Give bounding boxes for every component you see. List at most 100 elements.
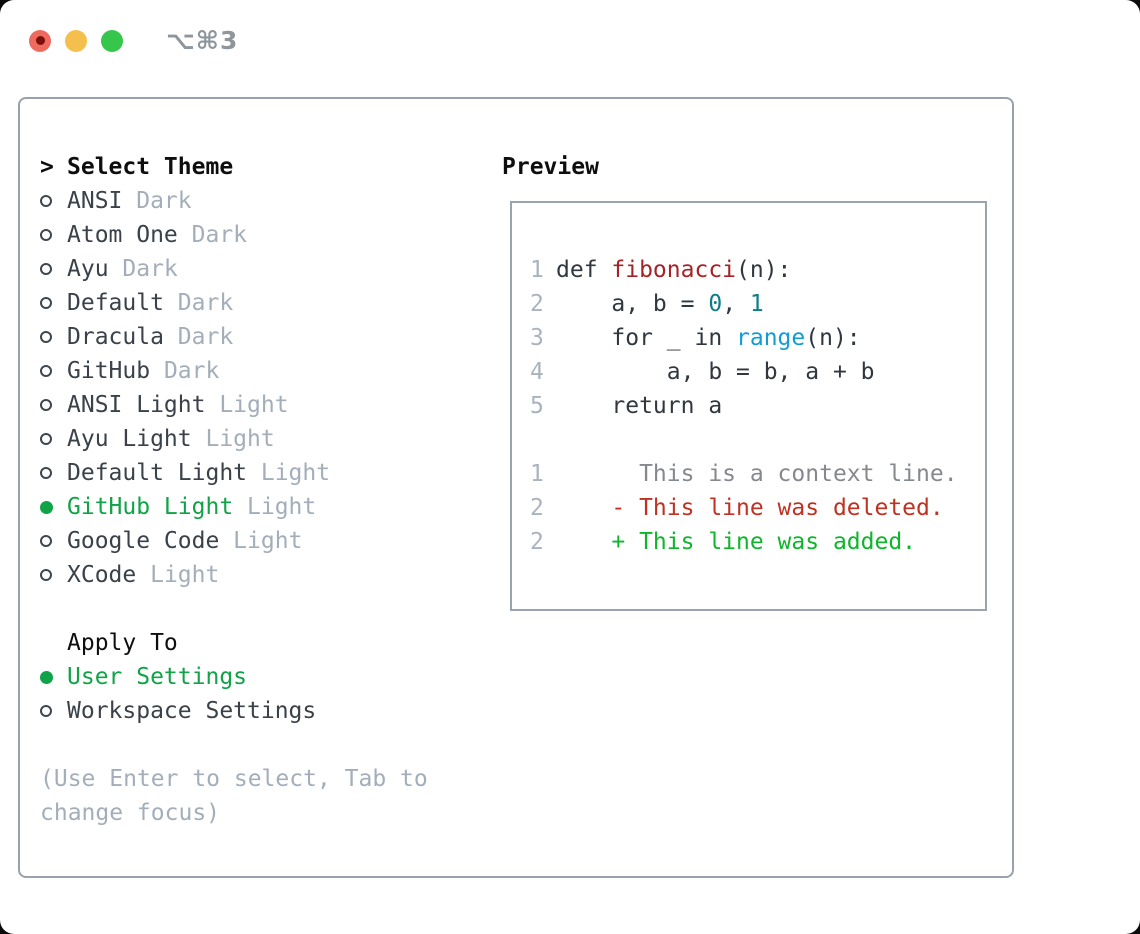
- code-token: ,: [722, 291, 750, 317]
- apply-option-workspace-settings[interactable]: Workspace Settings: [40, 694, 470, 728]
- theme-option-ansi[interactable]: ANSI Dark: [40, 184, 470, 218]
- code-token: return a: [556, 393, 723, 419]
- code-token: range: [736, 325, 806, 351]
- theme-option-xcode[interactable]: XCode Light: [40, 558, 470, 592]
- code-token: for _ in: [556, 325, 737, 351]
- line-number: 5: [530, 393, 544, 419]
- code-line: 4 a, b = b, a + b: [530, 355, 985, 389]
- option-label: Default: [67, 290, 164, 316]
- line-number: 2: [530, 529, 544, 555]
- select-theme-header: > Select Theme: [40, 150, 470, 184]
- radio-unselected-icon: [40, 365, 67, 377]
- code-token: a, b = b, a + b: [556, 359, 875, 385]
- diff-line: 2 - This line was deleted.: [530, 491, 985, 525]
- theme-option-ayu-light[interactable]: Ayu Light Light: [40, 422, 470, 456]
- radio-dot: [40, 670, 53, 684]
- radio-ring: [40, 467, 52, 479]
- apply-option-user-settings[interactable]: User Settings: [40, 660, 470, 694]
- code-token: (n):: [736, 257, 792, 283]
- theme-variant-label: Light: [233, 494, 317, 520]
- line-number: 2: [530, 291, 544, 317]
- theme-option-ayu[interactable]: Ayu Dark: [40, 252, 470, 286]
- radio-ring: [40, 433, 52, 445]
- code-line: 5 return a: [530, 389, 985, 423]
- theme-variant-label: Dark: [150, 358, 220, 384]
- apply-to-header: Apply To: [40, 626, 470, 660]
- theme-variant-label: Dark: [122, 188, 192, 214]
- radio-unselected-icon: [40, 535, 67, 547]
- theme-option-github-light[interactable]: GitHub Light Light: [40, 490, 470, 524]
- option-label: GitHub: [67, 358, 151, 384]
- radio-unselected-icon: [40, 229, 67, 241]
- radio-unselected-icon: [40, 331, 67, 343]
- code-line: 2 a, b = 0, 1: [530, 287, 985, 321]
- window-title: ⌥⌘3: [166, 26, 239, 55]
- option-label: Default Light: [67, 460, 248, 486]
- radio-ring: [40, 569, 52, 581]
- spacer: [40, 728, 470, 762]
- radio-ring: [40, 535, 52, 547]
- option-label: GitHub Light: [67, 494, 234, 520]
- option-label: Atom One: [67, 222, 178, 248]
- code-token: - This line was deleted.: [556, 495, 944, 521]
- theme-option-atom-one[interactable]: Atom One Dark: [40, 218, 470, 252]
- radio-selected-icon: [40, 670, 67, 684]
- close-icon[interactable]: [29, 29, 51, 52]
- line-number: 4: [530, 359, 544, 385]
- option-label: Dracula: [67, 324, 164, 350]
- minimize-icon[interactable]: [65, 29, 87, 52]
- code-token: This is a context line.: [556, 461, 958, 487]
- diff-line: 2 + This line was added.: [530, 525, 985, 559]
- radio-ring: [40, 365, 52, 377]
- radio-ring: [40, 229, 52, 241]
- radio-unselected-icon: [40, 399, 67, 411]
- radio-unselected-icon: [40, 569, 67, 581]
- blank-line: [530, 219, 985, 253]
- option-label: Google Code: [67, 528, 220, 554]
- code-line: 3 for _ in range(n):: [530, 321, 985, 355]
- theme-option-ansi-light[interactable]: ANSI Light Light: [40, 388, 470, 422]
- code-token: 0: [708, 291, 723, 317]
- apply-to-label: Apply To: [67, 630, 178, 656]
- line-number: 3: [530, 325, 544, 351]
- theme-variant-label: Light: [191, 426, 275, 452]
- code-token: a, b =: [556, 291, 709, 317]
- code-token: (n):: [805, 325, 861, 351]
- theme-option-default-light[interactable]: Default Light Light: [40, 456, 470, 490]
- zoom-icon[interactable]: [101, 29, 123, 52]
- prompt-caret-icon: >: [40, 154, 54, 180]
- option-label: ANSI Light: [67, 392, 206, 418]
- code-token: def: [556, 257, 612, 283]
- code-token: 1: [749, 291, 764, 317]
- diff-line: 1 This is a context line.: [530, 457, 985, 491]
- theme-option-default[interactable]: Default Dark: [40, 286, 470, 320]
- option-label: Workspace Settings: [67, 698, 317, 724]
- blank-line: [530, 423, 985, 457]
- hint-text: (Use Enter to select, Tab to change focu…: [40, 766, 428, 826]
- select-theme-label: Select Theme: [67, 154, 234, 180]
- theme-option-google-code[interactable]: Google Code Light: [40, 524, 470, 558]
- theme-variant-label: Light: [247, 460, 331, 486]
- theme-option-github[interactable]: GitHub Dark: [40, 354, 470, 388]
- theme-variant-label: Dark: [163, 290, 234, 316]
- radio-ring: [40, 195, 52, 207]
- radio-ring: [40, 399, 52, 411]
- radio-unselected-icon: [40, 705, 67, 717]
- spacer: [40, 592, 470, 626]
- titlebar: ⌥⌘3: [29, 26, 238, 55]
- radio-unselected-icon: [40, 433, 67, 445]
- theme-variant-label: Light: [219, 528, 303, 554]
- radio-ring: [40, 331, 52, 343]
- theme-variant-label: Dark: [108, 256, 178, 282]
- theme-variant-label: Light: [205, 392, 289, 418]
- preview-header: Preview: [502, 154, 599, 180]
- radio-ring: [40, 705, 52, 717]
- theme-option-dracula[interactable]: Dracula Dark: [40, 320, 470, 354]
- option-label: ANSI: [67, 188, 123, 214]
- radio-ring: [40, 297, 52, 309]
